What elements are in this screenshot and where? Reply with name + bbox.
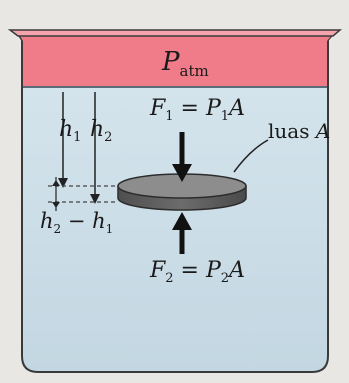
h1-arrowhead — [58, 178, 68, 188]
force-bottom-arrowhead — [172, 212, 192, 230]
diff-arrow-down — [52, 202, 60, 208]
force-top-arrowhead — [172, 164, 192, 182]
depth-difference-label: h2 − h1 — [40, 209, 113, 236]
force-top-label: F1 = P1A — [149, 96, 245, 124]
h1-label: h1 — [59, 117, 81, 145]
submerged-disk — [117, 173, 247, 211]
h2-arrowhead — [90, 194, 100, 204]
area-leader-line — [233, 139, 269, 173]
diff-arrow-up — [52, 180, 60, 186]
beaker-rim — [7, 29, 343, 37]
air-band — [20, 36, 331, 86]
area-label: luas A — [268, 119, 330, 143]
force-bottom-label: F2 = P2A — [149, 258, 245, 286]
atmosphere-label: Patm — [161, 47, 209, 80]
h2-label: h2 — [90, 117, 112, 145]
